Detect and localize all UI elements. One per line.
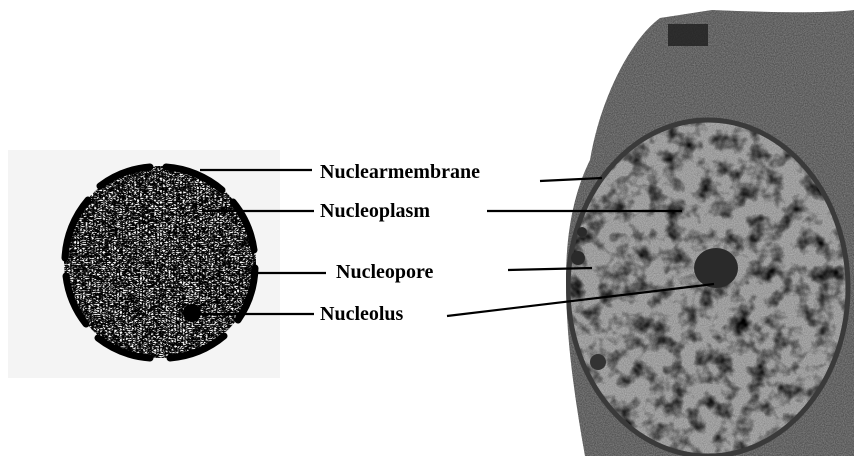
label-nucleopore: Nucleopore xyxy=(336,261,433,283)
label-nuclear-membrane: Nuclearmembrane xyxy=(320,161,480,183)
electron-micrograph xyxy=(560,0,854,456)
label-nucleolus: Nucleolus xyxy=(320,303,403,325)
micrograph-nucleolus xyxy=(694,248,738,288)
label-nucleoplasm: Nucleoplasm xyxy=(320,200,430,222)
